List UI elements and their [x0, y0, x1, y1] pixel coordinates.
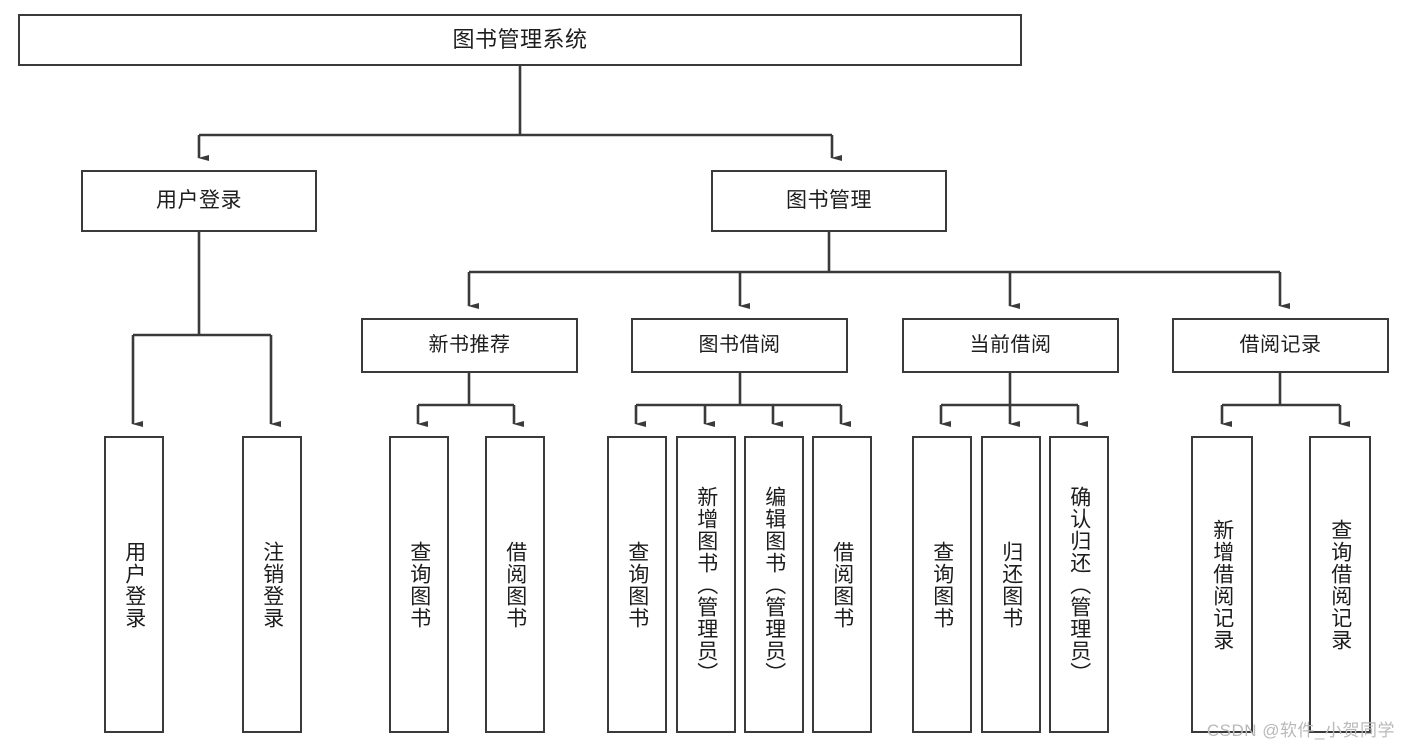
node-leaf-add-book[interactable]: 新增图书（管理员） [676, 436, 736, 733]
node-root[interactable]: 图书管理系统 [18, 14, 1022, 66]
node-leaf-add-record-label: 新增借阅记录 [1210, 518, 1234, 651]
node-leaf-confirm-return-label: 确认归还（管理员） [1067, 485, 1091, 684]
node-new-book-recommend[interactable]: 新书推荐 [361, 318, 578, 373]
node-leaf-user-logout-label: 注销登录 [260, 540, 284, 629]
node-leaf-user-logout[interactable]: 注销登录 [242, 436, 302, 733]
node-book-management-label: 图书管理 [786, 188, 872, 212]
node-leaf-query-record[interactable]: 查询借阅记录 [1309, 436, 1371, 733]
node-leaf-query-book-2-label: 查询图书 [625, 540, 649, 629]
node-current-borrow-label: 当前借阅 [969, 334, 1052, 356]
watermark: CSDN @软件_小贺同学 [1206, 721, 1395, 740]
node-leaf-edit-book[interactable]: 编辑图书（管理员） [744, 436, 804, 733]
node-book-borrow[interactable]: 图书借阅 [631, 318, 848, 373]
node-leaf-borrow-book-2-label: 借阅图书 [830, 540, 854, 629]
node-leaf-user-login[interactable]: 用户登录 [104, 436, 164, 733]
node-leaf-edit-book-label: 编辑图书（管理员） [762, 485, 786, 684]
node-current-borrow[interactable]: 当前借阅 [902, 318, 1119, 373]
node-leaf-query-book-1-label: 查询图书 [407, 540, 431, 629]
node-leaf-confirm-return[interactable]: 确认归还（管理员） [1049, 436, 1109, 733]
node-book-management[interactable]: 图书管理 [711, 170, 947, 232]
node-leaf-query-book-3[interactable]: 查询图书 [912, 436, 972, 733]
node-leaf-user-login-label: 用户登录 [122, 540, 146, 629]
node-leaf-borrow-book-1[interactable]: 借阅图书 [485, 436, 545, 733]
node-user-login-label: 用户登录 [156, 188, 242, 212]
node-leaf-borrow-book-1-label: 借阅图书 [503, 540, 527, 629]
node-leaf-add-book-label: 新增图书（管理员） [694, 485, 718, 684]
node-new-book-recommend-label: 新书推荐 [428, 334, 511, 356]
node-leaf-add-record[interactable]: 新增借阅记录 [1191, 436, 1253, 733]
node-leaf-return-book[interactable]: 归还图书 [981, 436, 1041, 733]
node-borrow-record[interactable]: 借阅记录 [1172, 318, 1389, 373]
node-leaf-query-book-3-label: 查询图书 [930, 540, 954, 629]
node-borrow-record-label: 借阅记录 [1239, 334, 1322, 356]
node-book-borrow-label: 图书借阅 [698, 334, 781, 356]
node-leaf-query-book-2[interactable]: 查询图书 [607, 436, 667, 733]
node-root-label: 图书管理系统 [452, 27, 588, 53]
node-leaf-return-book-label: 归还图书 [999, 540, 1023, 629]
node-leaf-query-book-1[interactable]: 查询图书 [389, 436, 449, 733]
node-leaf-query-record-label: 查询借阅记录 [1328, 518, 1352, 651]
node-leaf-borrow-book-2[interactable]: 借阅图书 [812, 436, 872, 733]
node-user-login[interactable]: 用户登录 [81, 170, 317, 232]
